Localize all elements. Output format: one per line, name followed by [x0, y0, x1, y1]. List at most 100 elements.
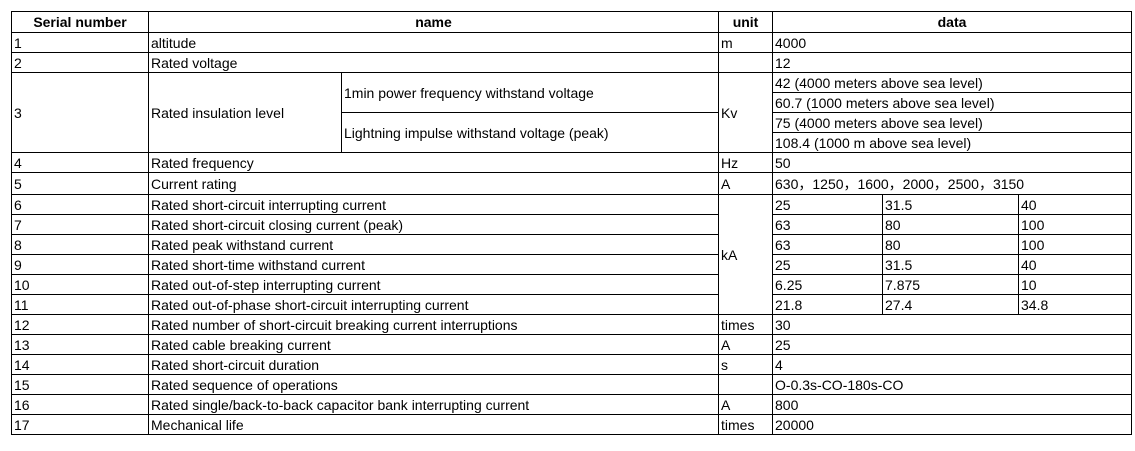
table-row: 14 Rated short-circuit duration s 4 — [11, 354, 1133, 375]
cell-unit: A — [718, 172, 774, 195]
cell-name: Rated out-of-phase short-circuit interru… — [147, 294, 720, 315]
table-row: 9 Rated short-time withstand current 25 … — [11, 254, 1133, 275]
cell-unit: times — [718, 314, 774, 335]
cell-unit: Kv — [718, 72, 774, 153]
table-row: Lightning impulse withstand voltage (pea… — [12, 112, 1133, 153]
table-row: 5 Current rating A 630，1250，1600，2000，25… — [11, 172, 1133, 195]
cell-data: 25 — [772, 334, 1133, 355]
cell-unit: times — [718, 414, 774, 435]
cell-name: Rated single/back-to-back capacitor bank… — [147, 394, 720, 415]
cell-value: 27.4 — [882, 294, 1020, 315]
cell-name: Rated short-circuit duration — [147, 354, 720, 375]
cell-data: 60.7 (1000 meters above sea level) — [772, 92, 1133, 113]
cell-data: 4000 — [772, 32, 1133, 53]
table-row: 6 Rated short-circuit interrupting curre… — [11, 194, 1133, 315]
cell-unit — [718, 52, 774, 73]
cell-name: Rated number of short-circuit breaking c… — [147, 314, 720, 335]
cell-serial: 6 — [11, 194, 149, 215]
table-row: 12 Rated number of short-circuit breakin… — [11, 314, 1133, 335]
cell-name: Rated voltage — [147, 52, 720, 73]
cell-serial: 7 — [11, 214, 149, 235]
cell-unit: Hz — [718, 152, 774, 173]
table-row: 16 Rated single/back-to-back capacitor b… — [11, 394, 1133, 415]
cell-name: Rated short-time withstand current — [147, 254, 720, 275]
cell-unit: A — [718, 394, 774, 415]
table-row: 3 Rated insulation level 1min power freq… — [11, 72, 1133, 153]
cell-name: Rated out-of-step interrupting current — [147, 274, 720, 295]
cell-value: 63 — [772, 214, 884, 235]
cell-value: 34.8 — [1018, 294, 1133, 315]
cell-serial: 9 — [11, 254, 149, 275]
cell-data: 30 — [772, 314, 1133, 335]
table-row: 10 Rated out-of-step interrupting curren… — [11, 274, 1133, 295]
cell-value: 25 — [772, 254, 884, 275]
cell-value: 21.8 — [772, 294, 884, 315]
table-row: 11 Rated out-of-phase short-circuit inte… — [11, 294, 1133, 315]
cell-unit: kA — [718, 194, 774, 315]
cell-value: 80 — [882, 214, 1020, 235]
cell-value: 40 — [1018, 194, 1133, 215]
cell-data: 20000 — [772, 414, 1133, 435]
table-row: 13 Rated cable breaking current A 25 — [11, 334, 1133, 355]
table-row: 17 Mechanical life times 20000 — [11, 414, 1133, 435]
cell-value: 100 — [1018, 234, 1133, 255]
cell-serial: 2 — [11, 52, 149, 73]
header-data: data — [772, 11, 1133, 33]
header-name: name — [147, 11, 720, 33]
table-row: 15 Rated sequence of operations O-0.3s-C… — [11, 374, 1133, 395]
cell-value: 10 — [1018, 274, 1133, 295]
cell-data: 108.4 (1000 m above sea level) — [772, 132, 1133, 153]
cell-data: 42 (4000 meters above sea level) — [772, 72, 1133, 93]
cell-serial: 8 — [11, 234, 149, 255]
cell-unit: m — [718, 32, 774, 53]
cell-name: Rated insulation level — [148, 72, 342, 153]
cell-serial: 5 — [11, 172, 149, 195]
cell-data: 4 — [772, 354, 1133, 375]
cell-value: 7.875 — [882, 274, 1020, 295]
header-unit: unit — [718, 11, 774, 33]
cell-value: 25 — [772, 194, 884, 215]
cell-name: Mechanical life — [147, 414, 720, 435]
cell-unit: A — [718, 334, 774, 355]
cell-serial: 3 — [11, 72, 149, 153]
cell-unit — [718, 374, 774, 395]
cell-data: O-0.3s-CO-180s-CO — [772, 374, 1133, 395]
table-row: 4 Rated frequency Hz 50 — [11, 152, 1133, 173]
cell-name: Rated cable breaking current — [147, 334, 720, 355]
spec-table: Serial number name unit data 1 altitude … — [11, 11, 1133, 435]
cell-value: 80 — [882, 234, 1020, 255]
cell-serial: 15 — [11, 374, 149, 395]
table-row: 1 altitude m 4000 — [11, 32, 1133, 53]
cell-data: 630，1250，1600，2000，2500，3150 — [772, 172, 1133, 195]
table-row: 8 Rated peak withstand current 63 80 100 — [11, 234, 1133, 255]
table-row: 7 Rated short-circuit closing current (p… — [11, 214, 1133, 235]
cell-subname: Lightning impulse withstand voltage (pea… — [340, 112, 720, 153]
cell-serial: 17 — [11, 414, 149, 435]
cell-serial: 10 — [11, 274, 149, 295]
cell-value: 31.5 — [882, 194, 1020, 215]
cell-name: Rated frequency — [147, 152, 720, 173]
cell-name: altitude — [147, 32, 720, 53]
cell-serial: 12 — [11, 314, 149, 335]
table-header-row: Serial number name unit data — [11, 11, 1133, 33]
cell-subname: 1min power frequency withstand voltage — [340, 72, 720, 113]
cell-name: Rated short-circuit interrupting current — [147, 194, 720, 215]
header-serial: Serial number — [11, 11, 149, 33]
cell-value: 40 — [1018, 254, 1133, 275]
cell-serial: 13 — [11, 334, 149, 355]
cell-data: 75 (4000 meters above sea level) — [772, 112, 1133, 133]
table-row: 2 Rated voltage 12 — [11, 52, 1133, 73]
cell-serial: 16 — [11, 394, 149, 415]
cell-data: 50 — [772, 152, 1133, 173]
cell-name: Rated sequence of operations — [147, 374, 720, 395]
cell-value: 100 — [1018, 214, 1133, 235]
cell-value: 31.5 — [882, 254, 1020, 275]
cell-name: Rated peak withstand current — [147, 234, 720, 255]
cell-name: Rated short-circuit closing current (pea… — [147, 214, 720, 235]
cell-value: 63 — [772, 234, 884, 255]
cell-serial: 14 — [11, 354, 149, 375]
cell-value: 6.25 — [772, 274, 884, 295]
cell-data: 800 — [772, 394, 1133, 415]
cell-serial: 4 — [11, 152, 149, 173]
cell-data: 12 — [772, 52, 1133, 73]
